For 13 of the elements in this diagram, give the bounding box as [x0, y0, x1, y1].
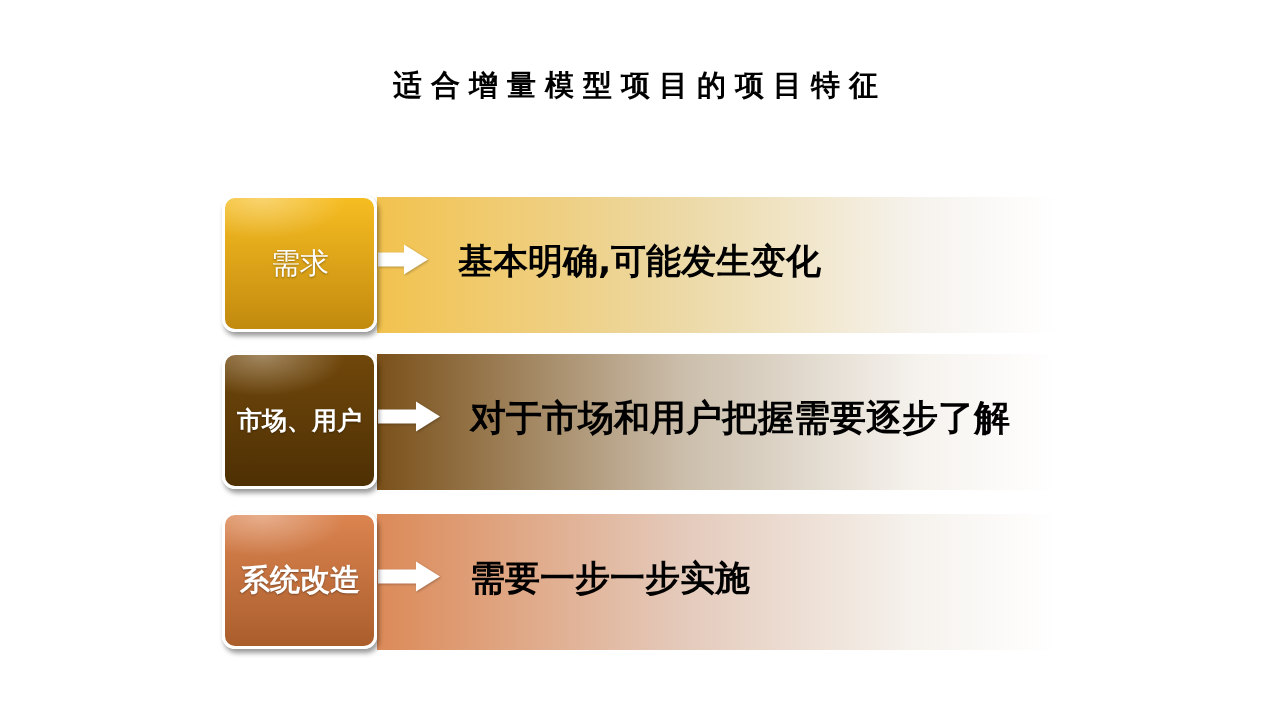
description-text: 基本明确,可能发生变化 [458, 239, 822, 283]
category-tile [222, 195, 377, 332]
description-text: 需要一步一步实施 [470, 556, 750, 600]
category-label: 需求 [270, 244, 329, 282]
arrow [378, 561, 440, 592]
arrow [378, 244, 428, 275]
description-text: 对于市场和用户把握需要逐步了解 [470, 395, 1010, 440]
category-tile [222, 352, 377, 489]
category-label: 市场、用户 [237, 405, 362, 437]
title: 适合增量模型项目的项目特征 [393, 68, 887, 102]
arrow [378, 401, 440, 432]
category-tile [222, 512, 377, 649]
category-label: 系统改造 [239, 561, 360, 599]
